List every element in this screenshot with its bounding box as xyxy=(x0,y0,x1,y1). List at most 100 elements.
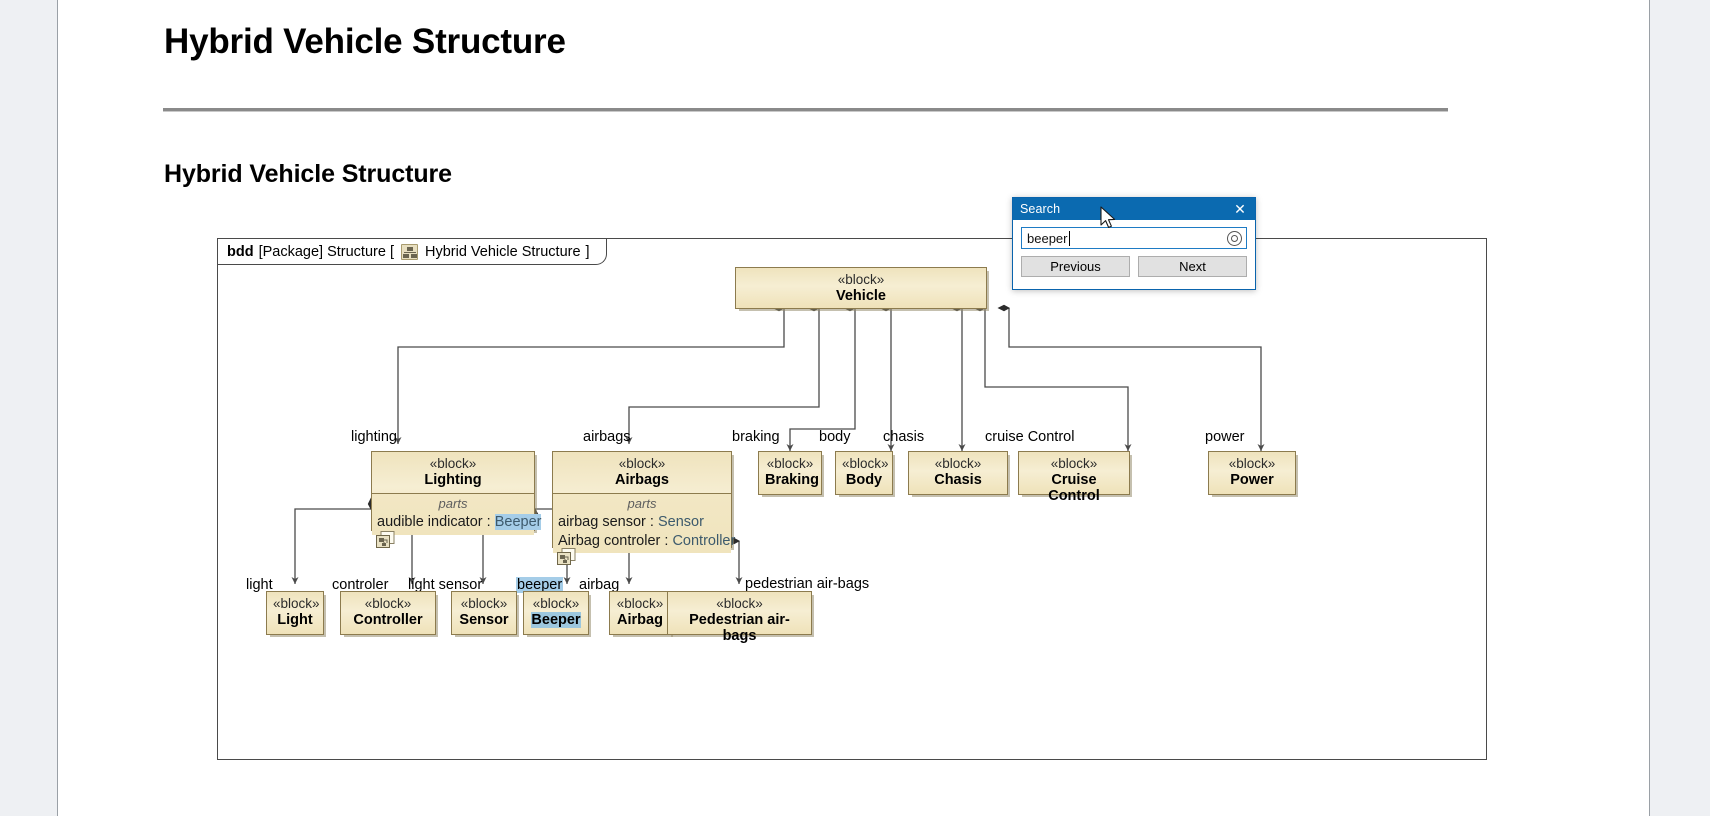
left-page-gutter xyxy=(0,0,58,816)
right-page-gutter xyxy=(1649,0,1710,816)
previous-button[interactable]: Previous xyxy=(1021,256,1130,277)
block-name: Pedestrian air-bags xyxy=(689,611,790,645)
end-label-braking: braking xyxy=(732,429,780,445)
block-stereotype: «block» xyxy=(837,272,885,287)
block-header: «block» Power xyxy=(1209,452,1295,493)
end-label-pedestrian-air-bags: pedestrian air-bags xyxy=(745,576,870,592)
block-cruise-control[interactable]: «block» Cruise Control xyxy=(1018,451,1130,504)
block-header: «block» Sensor xyxy=(452,592,516,633)
block-sensor[interactable]: «block» Sensor xyxy=(451,591,517,635)
block-name: Controller xyxy=(353,611,423,628)
page-title: Hybrid Vehicle Structure xyxy=(164,22,566,61)
part-role: airbag sensor xyxy=(558,513,646,530)
clear-circle-icon[interactable] xyxy=(1227,231,1242,246)
block-name: Body xyxy=(845,471,883,488)
part-property-row[interactable]: audible indicator : Beeper xyxy=(377,513,542,532)
part-separator: : xyxy=(482,513,495,530)
diagram-kind-label: bdd xyxy=(227,243,254,260)
block-name: Airbag xyxy=(617,611,663,628)
nested-diagram-icon[interactable] xyxy=(376,531,395,549)
part-property-row[interactable]: Airbag controler : Controller xyxy=(558,532,735,551)
parts-compartment: parts audible indicator : Beeper xyxy=(372,493,542,535)
search-input[interactable] xyxy=(1022,228,1246,248)
connector-layer xyxy=(291,304,1265,584)
block-header: «block» Controller xyxy=(341,592,435,633)
block-stereotype: «block» xyxy=(429,456,477,471)
title-divider xyxy=(163,108,1448,112)
block-stereotype: «block» xyxy=(1050,456,1098,471)
block-name: Light xyxy=(277,611,313,628)
block-stereotype: «block» xyxy=(616,596,664,611)
end-label-airbags: airbags xyxy=(583,429,631,445)
block-braking[interactable]: «block» Braking xyxy=(758,451,822,495)
block-header: «block» Braking xyxy=(759,452,821,493)
block-stereotype: «block» xyxy=(766,456,814,471)
search-dialog-buttons: Previous Next xyxy=(1021,256,1247,277)
part-separator: : xyxy=(660,532,673,549)
block-name: Power xyxy=(1230,471,1274,488)
block-power[interactable]: «block» Power xyxy=(1208,451,1296,495)
block-name: Sensor xyxy=(459,611,509,628)
mouse-cursor xyxy=(1100,206,1116,228)
block-stereotype: «block» xyxy=(842,456,889,471)
diagram-frame: bdd [Package] Structure [ Hybrid Vehicle… xyxy=(217,238,1487,760)
end-label-lighting: lighting xyxy=(351,429,397,445)
end-label-airbag: airbag xyxy=(579,577,620,593)
block-header: «block» Airbag xyxy=(610,592,670,633)
block-controller[interactable]: «block» Controller xyxy=(340,591,436,635)
end-label-cruise-control: cruise Control xyxy=(985,429,1075,445)
search-dialog[interactable]: Search ✕ Previous Next xyxy=(1012,197,1256,290)
block-body[interactable]: «block» Body xyxy=(835,451,893,495)
compartment-title: parts xyxy=(438,496,468,512)
block-name: Braking xyxy=(765,471,819,488)
end-label-light: light xyxy=(246,577,273,593)
block-header: «block» Chasis xyxy=(909,452,1007,493)
block-header: «block» Light xyxy=(267,592,323,633)
block-header: «block» Vehicle xyxy=(736,268,986,309)
block-header: «block» Pedestrian air-bags xyxy=(668,592,811,650)
block-stereotype: «block» xyxy=(460,596,508,611)
search-dialog-body: Previous Next xyxy=(1013,220,1255,285)
search-dialog-titlebar[interactable]: Search ✕ xyxy=(1013,198,1255,220)
block-name: Cruise Control xyxy=(1048,471,1100,505)
text-caret xyxy=(1069,231,1070,246)
section-title: Hybrid Vehicle Structure xyxy=(164,160,452,188)
end-label-controler: controler xyxy=(332,577,389,593)
search-dialog-title: Search xyxy=(1020,202,1061,216)
part-role: audible indicator xyxy=(377,513,483,530)
part-type: Beeper xyxy=(494,513,542,530)
block-beeper[interactable]: «block» Beeper xyxy=(523,591,589,635)
block-stereotype: «block» xyxy=(618,456,666,471)
end-label-light-sensor: light sensor xyxy=(408,577,483,593)
block-airbags[interactable]: «block» Airbags parts airbag sensor : Se… xyxy=(552,451,735,565)
diagram-name-label: Hybrid Vehicle Structure xyxy=(424,243,581,260)
diagram-frame-header: bdd [Package] Structure [ Hybrid Vehicle… xyxy=(218,239,607,265)
diagram-scope-label: [Package] Structure [ xyxy=(258,243,394,260)
block-header: «block» Airbags xyxy=(553,452,731,493)
close-icon[interactable]: ✕ xyxy=(1234,200,1246,217)
end-label-body: body xyxy=(819,429,851,445)
compartment-title: parts xyxy=(627,496,657,512)
block-name: Lighting xyxy=(424,471,482,488)
block-stereotype: «block» xyxy=(1228,456,1276,471)
block-stereotype: «block» xyxy=(273,596,320,611)
block-pedestrian-air-bags[interactable]: «block» Pedestrian air-bags xyxy=(667,591,812,644)
block-stereotype: «block» xyxy=(716,596,763,611)
part-role: Airbag controler xyxy=(558,532,661,549)
block-light[interactable]: «block» Light xyxy=(266,591,324,635)
block-vehicle[interactable]: «block» Vehicle xyxy=(735,267,987,309)
block-header: «block» Cruise Control xyxy=(1019,452,1129,510)
block-name: Vehicle xyxy=(836,287,886,304)
block-name: Beeper xyxy=(531,611,581,629)
block-lighting[interactable]: «block» Lighting parts audible indicator… xyxy=(371,451,542,548)
end-label-beeper: beeper xyxy=(516,577,564,593)
block-airbag[interactable]: «block» Airbag xyxy=(609,591,671,635)
part-separator: : xyxy=(645,513,658,530)
block-chasis[interactable]: «block» Chasis xyxy=(908,451,1008,495)
part-property-row[interactable]: airbag sensor : Sensor xyxy=(558,513,726,532)
next-button[interactable]: Next xyxy=(1138,256,1247,277)
block-header: «block» Lighting xyxy=(372,452,534,493)
nested-diagram-icon[interactable] xyxy=(557,548,576,566)
search-input-wrapper[interactable] xyxy=(1021,227,1247,249)
end-label-chasis: chasis xyxy=(883,429,925,445)
